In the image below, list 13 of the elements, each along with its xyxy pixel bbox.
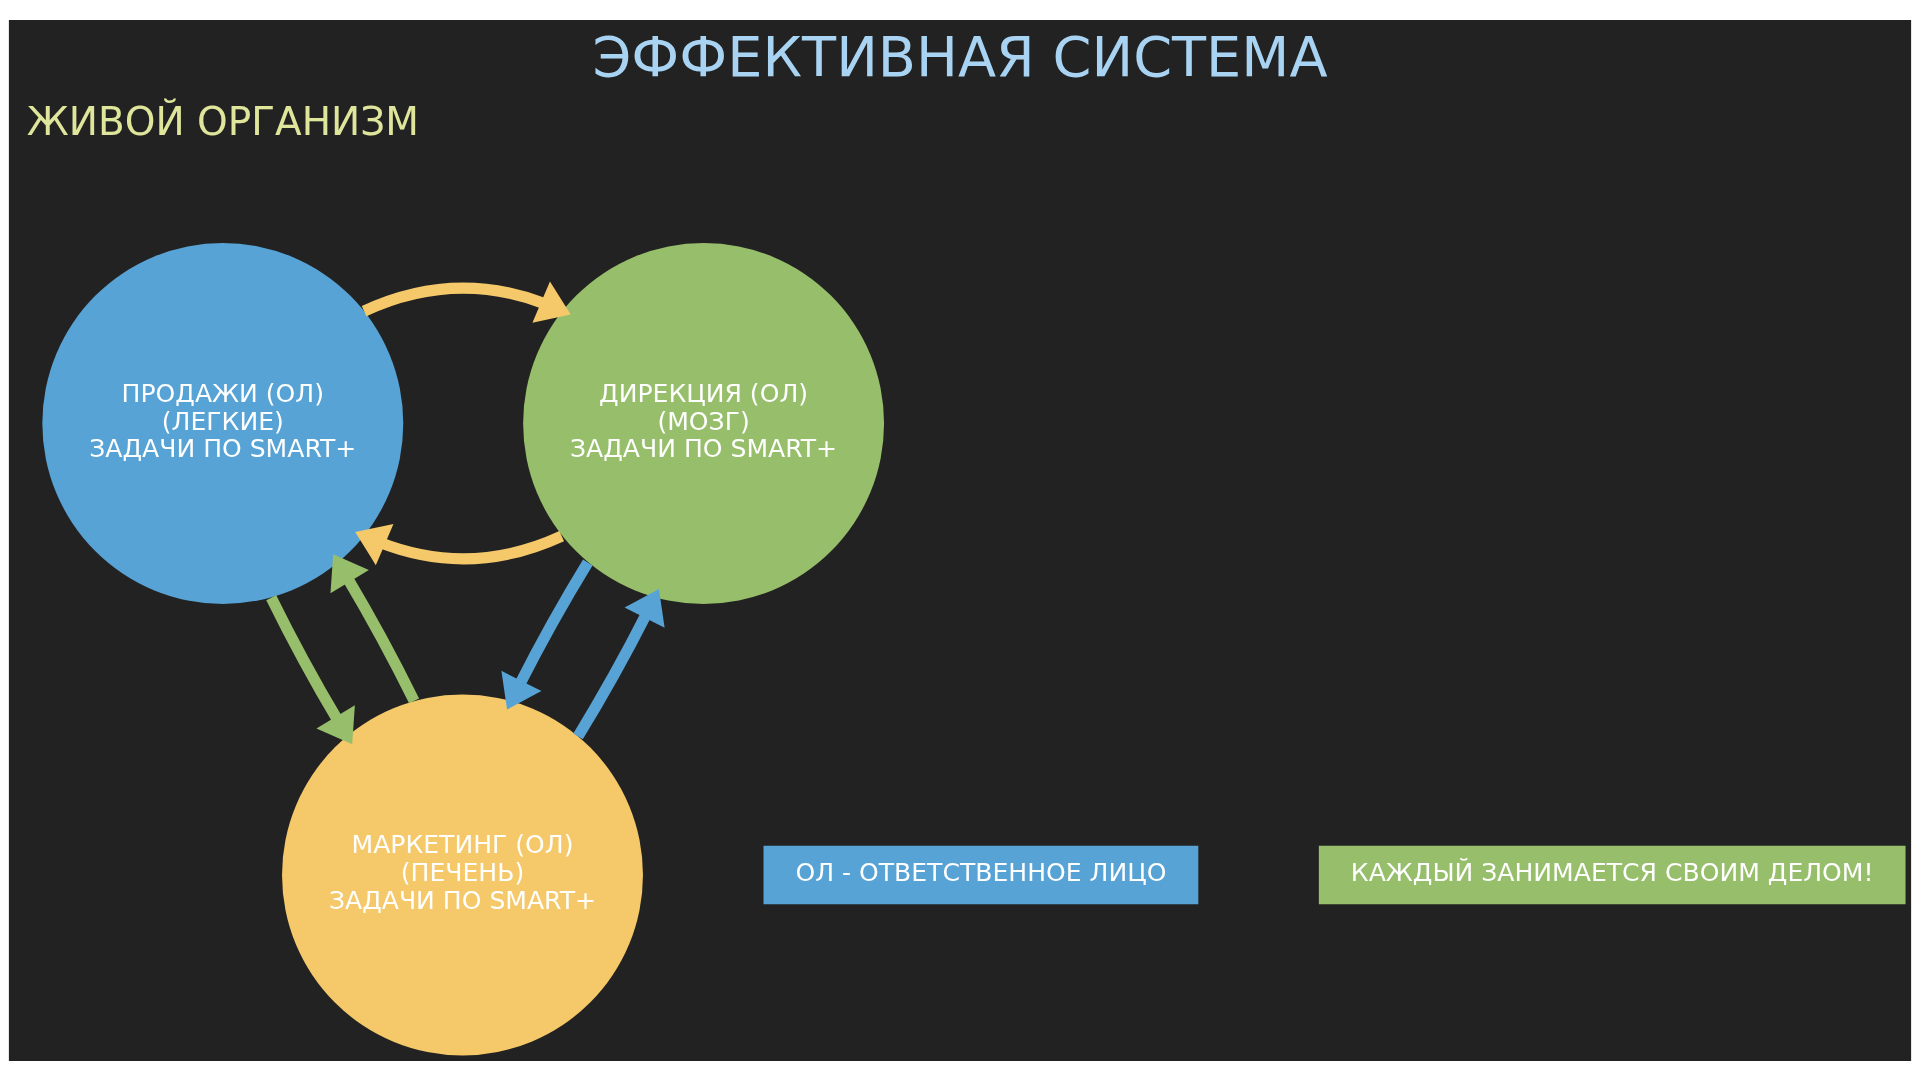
node-circle: ДИРЕКЦИЯ (ОЛ) (МОЗГ) ЗАДАЧИ ПО SMART+	[523, 242, 885, 604]
node-box: КАЖДЫЙ ЗАНИМАЕТСЯ СВОИМ ДЕЛОМ!	[1318, 845, 1906, 904]
arrow	[361, 280, 571, 323]
arrow	[330, 553, 420, 703]
arrow	[266, 594, 355, 744]
node-circle: МАРКЕТИНГ (ОЛ) (ПЕЧЕНЬ) ЗАДАЧИ ПО SMART+	[282, 694, 643, 1055]
node-circle: ПРОДАЖИ (ОЛ) (ЛЕГКИЕ) ЗАДАЧИ ПО SMART+	[42, 242, 404, 604]
arrow	[355, 523, 564, 565]
arrow	[573, 588, 665, 739]
arrow	[501, 559, 593, 710]
node-box: ОЛ - ОТВЕТСТВЕННОЕ ЛИЦО	[763, 845, 1199, 904]
diagram-title: ЭФФЕКТИВНАЯ СИСТЕМА	[592, 23, 1328, 89]
label: ЖИВОЙ ОРГАНИЗМ	[26, 98, 419, 144]
